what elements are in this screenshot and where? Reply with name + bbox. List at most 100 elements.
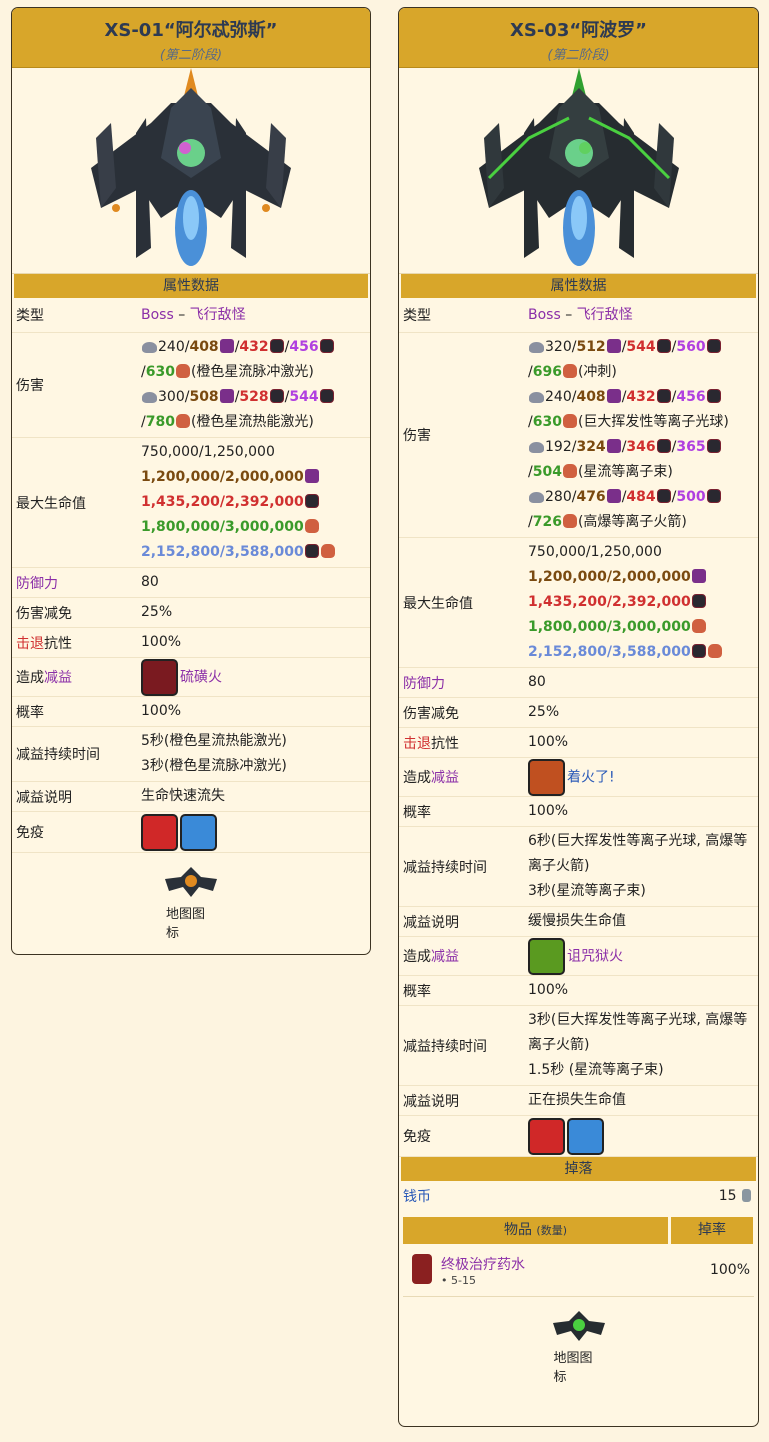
defense-link[interactable]: 防御力 <box>16 575 58 592</box>
type-category-link[interactable]: 飞行敌怪 <box>576 306 633 323</box>
cursed-icon[interactable] <box>528 937 565 975</box>
row-damage-reduction: 伤害减免 25% <box>399 698 758 728</box>
row-chance: 概率 100% <box>399 976 758 1006</box>
hex-icon <box>269 339 284 353</box>
hex-icon <box>304 544 319 558</box>
type-boss-link[interactable]: Boss <box>141 306 174 323</box>
drop-item-qty: • 5-15 <box>441 1273 476 1287</box>
damage-line: 300/508/528/544 /780(橙色星流热能激光) <box>141 385 366 435</box>
debuff-name-link[interactable]: 着火了! <box>567 769 615 785</box>
hp-value: 1,200,000/2,000,000 <box>141 469 304 485</box>
row-debuff: 造成减益 诅咒狱火 <box>399 937 758 976</box>
type-label: 类型 <box>16 308 44 324</box>
damage-gfb: 726 <box>532 514 562 530</box>
damage-base: 240/ <box>545 389 577 405</box>
wing-icon <box>142 342 157 353</box>
drop-item-rate: 100% <box>709 1262 750 1278</box>
row-defense: 防御力 80 <box>399 668 758 698</box>
hp-value: 1,435,200/2,392,000 <box>141 494 304 510</box>
damage-master: 346 <box>626 439 656 455</box>
frozen-icon[interactable] <box>180 813 217 851</box>
defense-value: 80 <box>141 574 159 590</box>
hp-value: 750,000/1,250,000 <box>141 444 275 460</box>
skull-icon <box>219 389 234 403</box>
debuff-link[interactable]: 减益 <box>44 670 72 686</box>
map-icon-block: 地图图标 <box>399 1297 758 1385</box>
row-debuff-desc: 减益说明 缓慢损失生命值 <box>399 907 758 937</box>
damage-legendary: 500 <box>676 489 706 505</box>
frozen-icon[interactable] <box>567 1117 604 1155</box>
damage-base: 280/ <box>545 489 577 505</box>
row-immune: 免疫 <box>399 1116 758 1157</box>
damage-legendary: 456 <box>289 339 319 355</box>
damage-gfb: 630 <box>532 414 562 430</box>
hex-icon <box>656 439 671 453</box>
apollo-sprite-image <box>478 68 679 266</box>
map-icon-block: 地图图标 <box>12 853 370 941</box>
infobox-title: XS-03“阿波罗” (第二阶段) <box>399 8 758 68</box>
damage-line: 280/476/484/500 /726(高爆等离子火箭) <box>528 485 754 535</box>
confused-icon[interactable] <box>528 1117 565 1155</box>
damage-master: 484 <box>626 489 656 505</box>
drop-col-item: 物品 (数量) <box>403 1217 668 1244</box>
drop-item-link[interactable]: 终极治疗药水 <box>441 1256 525 1273</box>
debuff-name-link[interactable]: 诅咒狱火 <box>567 948 623 964</box>
drop-table-row: 终极治疗药水 • 5-15 100% <box>403 1244 754 1297</box>
row-debuff: 造成减益 硫磺火 <box>12 658 370 697</box>
hp-value: 1,200,000/2,000,000 <box>528 569 691 585</box>
hp-line: 1,800,000/3,000,000 <box>528 615 754 640</box>
debuff-link[interactable]: 减益 <box>431 770 459 786</box>
damage-line: 192/324/346/365 /504(星流等离子束) <box>528 435 754 485</box>
damage-base: 192/ <box>545 439 577 455</box>
potion-icon[interactable] <box>412 1254 432 1284</box>
boss-name: XS-03“阿波罗” <box>509 20 648 41</box>
onfire-icon[interactable] <box>528 758 565 796</box>
knockback-link[interactable]: 击退 <box>403 735 431 752</box>
skull-icon <box>219 339 234 353</box>
knockback-link[interactable]: 击退 <box>16 635 44 652</box>
flame-icon <box>707 644 722 658</box>
hp-value: 750,000/1,250,000 <box>528 544 662 560</box>
row-chance: 概率 100% <box>12 697 370 727</box>
damage-source: (橙色星流脉冲激光) <box>190 364 314 380</box>
skull-icon <box>606 339 621 353</box>
infobox-title: XS-01“阿尔忒弥斯” (第二阶段) <box>12 8 370 68</box>
skull-icon <box>606 389 621 403</box>
defense-link[interactable]: 防御力 <box>403 675 445 692</box>
debuff-name-link[interactable]: 硫磺火 <box>180 669 222 685</box>
damage-gfb: 696 <box>532 364 562 380</box>
kb-value: 100% <box>141 634 182 650</box>
damage-base: 320/ <box>545 339 577 355</box>
hex-icon <box>706 489 721 503</box>
damage-values: 240/408/432/456 /630(橙色星流脉冲激光)300/508/52… <box>141 333 370 437</box>
hp-values: 750,000/1,250,000 1,200,000/2,000,000 1,43… <box>141 438 370 567</box>
damage-gfb: 630 <box>145 364 175 380</box>
flame-icon <box>304 519 319 533</box>
hex-icon <box>706 389 721 403</box>
hp-line: 1,200,000/2,000,000 <box>141 465 366 490</box>
skull-icon <box>691 569 706 583</box>
type-boss-link[interactable]: Boss <box>528 306 561 323</box>
wing-icon <box>529 342 544 353</box>
damage-source: (星流等离子束) <box>577 464 673 480</box>
row-immune: 免疫 <box>12 812 370 853</box>
section-stats-header: 属性数据 <box>401 274 756 298</box>
hp-line: 1,200,000/2,000,000 <box>528 565 754 590</box>
brimstone-icon[interactable] <box>141 658 178 696</box>
hp-line: 1,800,000/3,000,000 <box>141 515 366 540</box>
boss-name: XS-01“阿尔忒弥斯” <box>104 20 278 41</box>
damage-legendary: 365 <box>676 439 706 455</box>
row-knockback: 击退抗性 100% <box>399 728 758 758</box>
type-category-link[interactable]: 飞行敌怪 <box>189 306 246 323</box>
debuff-link[interactable]: 减益 <box>431 949 459 965</box>
hex-icon <box>706 439 721 453</box>
confused-icon[interactable] <box>141 813 178 851</box>
flame-icon <box>691 619 706 633</box>
boss-sprite <box>12 68 370 274</box>
row-damage: 伤害 240/408/432/456 /630(橙色星流脉冲激光)300/508… <box>12 333 370 438</box>
hp-line: 1,435,200/2,392,000 <box>141 490 366 515</box>
damage-base: 240/ <box>158 339 190 355</box>
flame-icon <box>562 414 577 428</box>
coins-link[interactable]: 钱币 <box>403 1189 431 1205</box>
skull-icon <box>304 469 319 483</box>
